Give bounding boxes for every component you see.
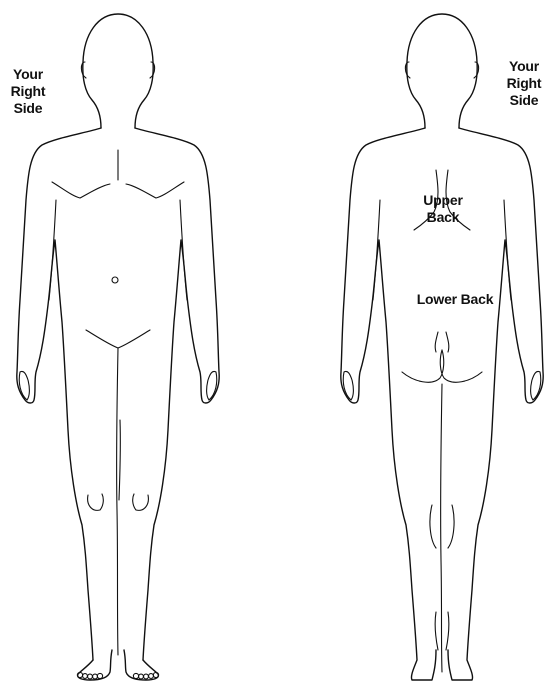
back-left-ear [405, 62, 410, 78]
back-label-line-2: Right [502, 75, 546, 92]
front-head [83, 14, 153, 128]
front-left-inner-arm [49, 200, 56, 300]
front-label-line-2: Right [6, 83, 50, 100]
back-right-ear [474, 62, 479, 78]
front-left-hand [19, 371, 29, 400]
front-left-ear [81, 62, 86, 78]
back-label-line-3: Side [502, 92, 546, 109]
back-label-line-1: Your [502, 58, 546, 75]
back-sacrum-left [435, 332, 438, 352]
front-leg-divide-2 [119, 420, 120, 500]
front-left-toes [77, 672, 102, 678]
back-body-figure [341, 14, 543, 680]
back-head [407, 14, 477, 128]
back-achilles-right [446, 612, 449, 650]
back-buttocks-right [440, 350, 482, 382]
lower-back-label: Lower Back [410, 291, 500, 308]
upper-back-label: Upper Back [418, 192, 468, 226]
front-navel [112, 277, 118, 283]
front-right-side-label: Your Right Side [6, 66, 50, 117]
back-calf-right [448, 505, 454, 548]
front-label-line-1: Your [6, 66, 50, 83]
upper-back-line-1: Upper [418, 192, 468, 209]
back-left-inner-arm [373, 200, 380, 300]
back-achilles-left [435, 612, 438, 650]
front-right-knee [133, 494, 149, 510]
front-right-inner-arm [180, 200, 187, 300]
back-leg-divide [441, 384, 442, 672]
front-right-toes [133, 672, 158, 678]
back-right-inner-arm [504, 200, 511, 300]
back-sacrum-right [446, 332, 449, 352]
front-left-knee [88, 494, 104, 510]
upper-back-line-2: Back [418, 209, 468, 226]
back-right-hand [531, 371, 541, 400]
front-label-line-3: Side [6, 100, 50, 117]
lower-back-text: Lower Back [410, 291, 500, 308]
front-right-hand [207, 371, 217, 400]
front-clavicle-right [126, 182, 184, 198]
front-groin [86, 330, 150, 348]
back-left-hand [343, 371, 353, 400]
front-clavicle-left [52, 182, 110, 198]
back-buttocks-left [402, 350, 444, 382]
front-right-ear [150, 62, 155, 78]
back-calf-left [430, 505, 436, 548]
front-leg-divide [117, 348, 118, 655]
back-right-side-label: Your Right Side [502, 58, 546, 109]
